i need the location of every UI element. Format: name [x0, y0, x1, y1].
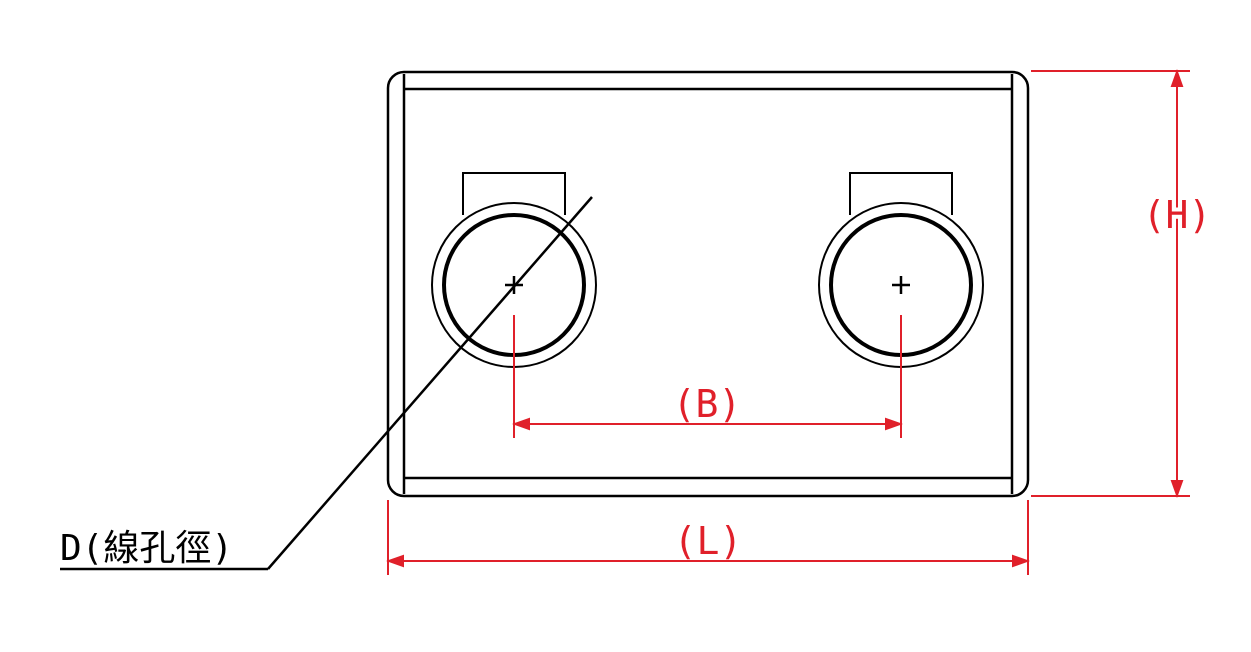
diameter-leader — [60, 196, 593, 571]
left-screw-tab — [462, 172, 566, 215]
spacing-label: (B) — [673, 382, 742, 426]
right-center-mark — [892, 276, 910, 294]
height-dimension — [1031, 69, 1190, 498]
outer-outline — [386, 70, 1030, 498]
right-screw-tab — [849, 172, 953, 215]
length-dimension — [386, 500, 1030, 575]
block-body — [386, 70, 1030, 498]
height-label: (H) — [1143, 193, 1212, 237]
spacing-dimension — [512, 315, 903, 438]
length-label: (L) — [674, 519, 743, 563]
diameter-label: D(線孔徑) — [60, 528, 233, 569]
leader-diagonal — [267, 196, 593, 570]
